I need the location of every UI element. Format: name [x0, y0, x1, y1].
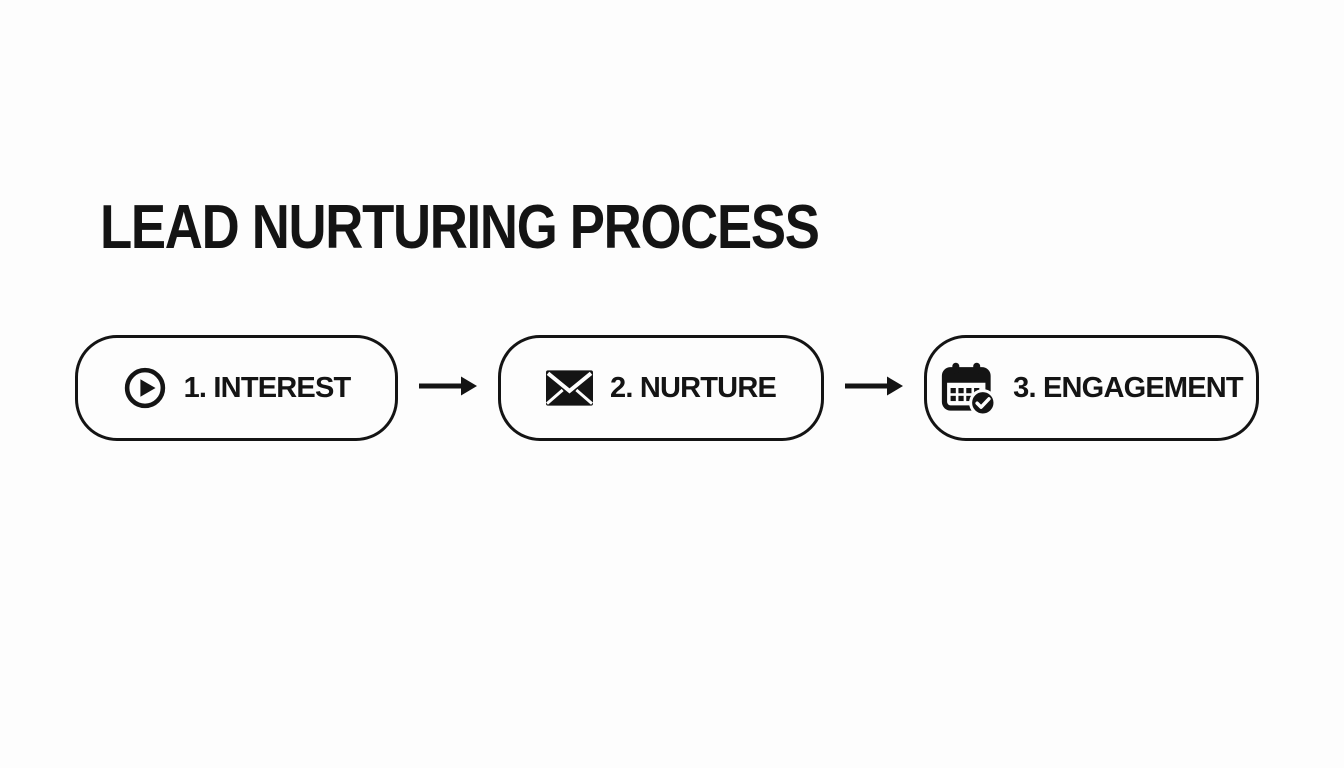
step-box-engagement: 3. ENGAGEMENT	[924, 335, 1259, 441]
calendar-check-icon	[940, 361, 997, 415]
arrow-right-icon	[843, 373, 905, 404]
step-box-interest: 1. INTEREST	[75, 335, 398, 441]
diagram-title: LEAD NURTURING PROCESS	[100, 193, 820, 262]
play-circle-icon	[123, 366, 167, 410]
step-label: 3. ENGAGEMENT	[1013, 371, 1243, 404]
arrow-right-icon	[417, 373, 479, 404]
step-label: 2. NURTURE	[609, 371, 777, 404]
step-box-nurture: 2. NURTURE	[498, 335, 824, 441]
connector-1	[398, 373, 498, 404]
process-flow-row: 1. INTEREST 2. NURTURE	[75, 335, 1259, 441]
connector-2	[824, 373, 924, 404]
step-label: 1. INTEREST	[183, 371, 352, 404]
envelope-icon	[545, 370, 593, 406]
